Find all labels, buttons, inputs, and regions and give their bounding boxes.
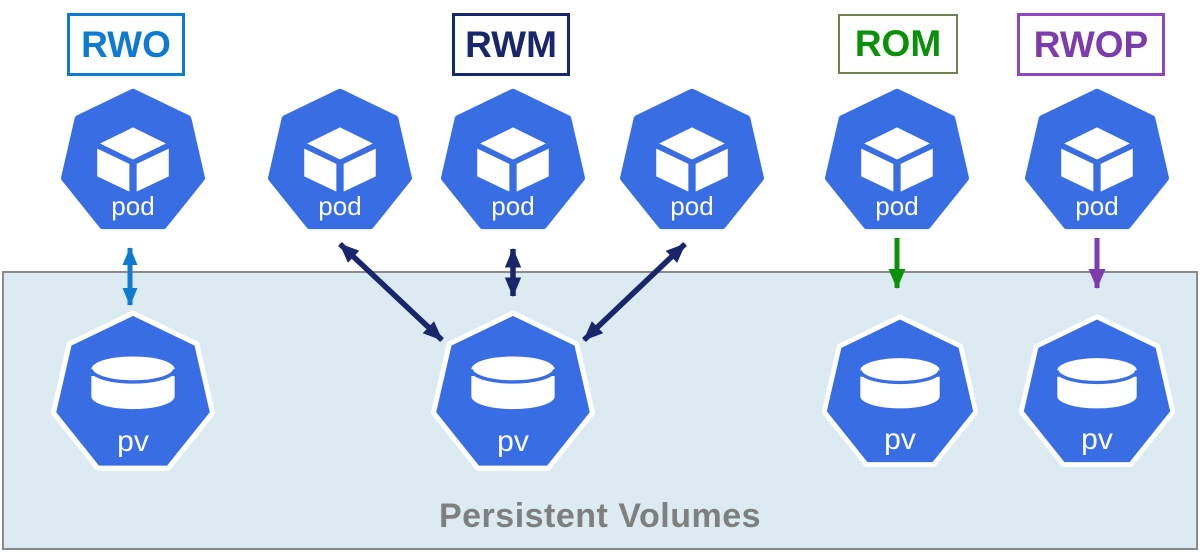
mode-label-rwm: RWM — [452, 13, 570, 76]
pv-node-rwop: pv — [1016, 312, 1178, 474]
pv-label: pv — [497, 425, 529, 458]
pod-node-rwop: pod — [1024, 88, 1170, 234]
pod-label: pod — [491, 191, 535, 222]
pod-node-rom: pod — [824, 88, 970, 234]
pod-node-rwm-1: pod — [267, 88, 413, 234]
pod-label: pod — [670, 191, 714, 222]
pv-node-rwm: pv — [428, 308, 598, 478]
pod-label: pod — [875, 191, 919, 222]
pod-label: pod — [318, 191, 362, 222]
panel-caption: Persistent Volumes — [438, 497, 762, 535]
pv-label: pv — [1081, 423, 1113, 457]
pod-node-rwm-2: pod — [440, 88, 586, 234]
pod-label: pod — [1075, 191, 1119, 222]
pv-node-rwo: pv — [48, 308, 218, 478]
mode-label-rwop: RWOP — [1017, 13, 1165, 76]
pv-label: pv — [884, 423, 916, 457]
pod-node-rwo: pod — [60, 88, 206, 234]
pv-node-rom: pv — [819, 312, 981, 474]
mode-label-rom: ROM — [838, 14, 958, 74]
pv-label: pv — [117, 425, 149, 458]
mode-label-rwo: RWO — [67, 13, 185, 76]
pod-label: pod — [111, 191, 155, 222]
pod-node-rwm-3: pod — [619, 88, 765, 234]
